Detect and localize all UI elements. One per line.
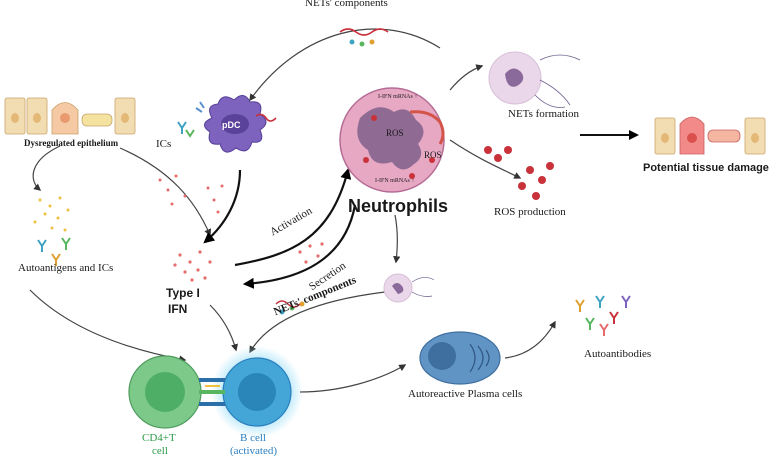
arrow-epithelium-to-autoantigens (32, 145, 61, 191)
dysregulated-epithelium-cells (4, 97, 136, 135)
b-cell-label-line2: (activated) (230, 445, 278, 457)
type-i-ifn-label-line1: Type I (166, 286, 200, 300)
b-cell-activated (211, 346, 303, 438)
immune-complex-icons (37, 237, 71, 266)
autoreactive-plasma-cells-label: Autoreactive Plasma cells (408, 388, 523, 400)
arrow-neutrophil-to-nets-lower (393, 214, 401, 264)
autoantibodies-label: Autoantibodies (584, 348, 652, 360)
arrow-epithelium-to-ifn (119, 147, 212, 237)
ifn-mrnas-bottom-label: I-IFN mRNAs ↑ (375, 178, 415, 184)
cd4-t-cell-label-line2: cell (152, 445, 168, 457)
arrow-neutrophil-to-ros (449, 139, 522, 179)
ics-label: ICs (156, 138, 172, 150)
pdc-cell (195, 95, 277, 153)
nets-lower-cell (383, 273, 435, 303)
nets-formation-cell (488, 51, 581, 108)
arrow-nets-to-pdc (249, 28, 441, 102)
arrow-plasma-to-autoantibodies (504, 320, 556, 359)
pdc-label: pDC (222, 120, 241, 130)
plasma-cell (419, 331, 501, 385)
type-i-ifn-label-line2: IFN (168, 302, 188, 316)
cd4-t-cell-label-line1: CD4+T (142, 432, 176, 444)
type-i-ifn-particles (158, 174, 324, 282)
neutrophil-cell (339, 87, 445, 193)
arrow-neutrophil-to-nets (449, 64, 484, 91)
neutrophils-label: Neutrophils (348, 196, 449, 216)
potential-tissue-damage-label: Potential tissue damage (643, 162, 769, 174)
nets-components-top-label: NETs' components (305, 0, 388, 9)
ros-label-1: ROS (386, 128, 404, 138)
autoantibody-icons (575, 295, 631, 336)
arrow-bcell-to-plasma (299, 364, 407, 393)
dysregulated-epithelium-label: Dysregulated epithelium (24, 138, 119, 148)
damaged-tissue-cells (654, 116, 766, 155)
arrow-ifn-to-bcell (209, 304, 238, 352)
arrow-autoantigens-to-bcell (29, 289, 187, 363)
arrow-nets-to-bcell (249, 291, 386, 354)
b-cell-label-line1: B cell (240, 432, 266, 444)
ros-production-label: ROS production (494, 206, 566, 218)
nets-components-top-icon (339, 28, 389, 47)
ifn-mrnas-top-label: I-IFN mRNAs ↑ (378, 94, 418, 100)
ros-production-particles (484, 146, 554, 200)
nets-formation-label: NETs formation (508, 108, 580, 120)
synapse-receptors (199, 378, 225, 406)
cd4-t-cell (128, 355, 202, 429)
arrow-activation (234, 167, 352, 267)
autoantigen-particles (33, 196, 70, 232)
arrow-secretion (242, 204, 357, 289)
ics-icon (177, 121, 195, 138)
arrow-pdc-to-ifn (203, 169, 242, 244)
nets-components-lower-icon (275, 300, 305, 315)
ros-label-2: ROS (424, 150, 442, 160)
autoantigens-ics-label: Autoantigens and ICs (18, 262, 114, 274)
